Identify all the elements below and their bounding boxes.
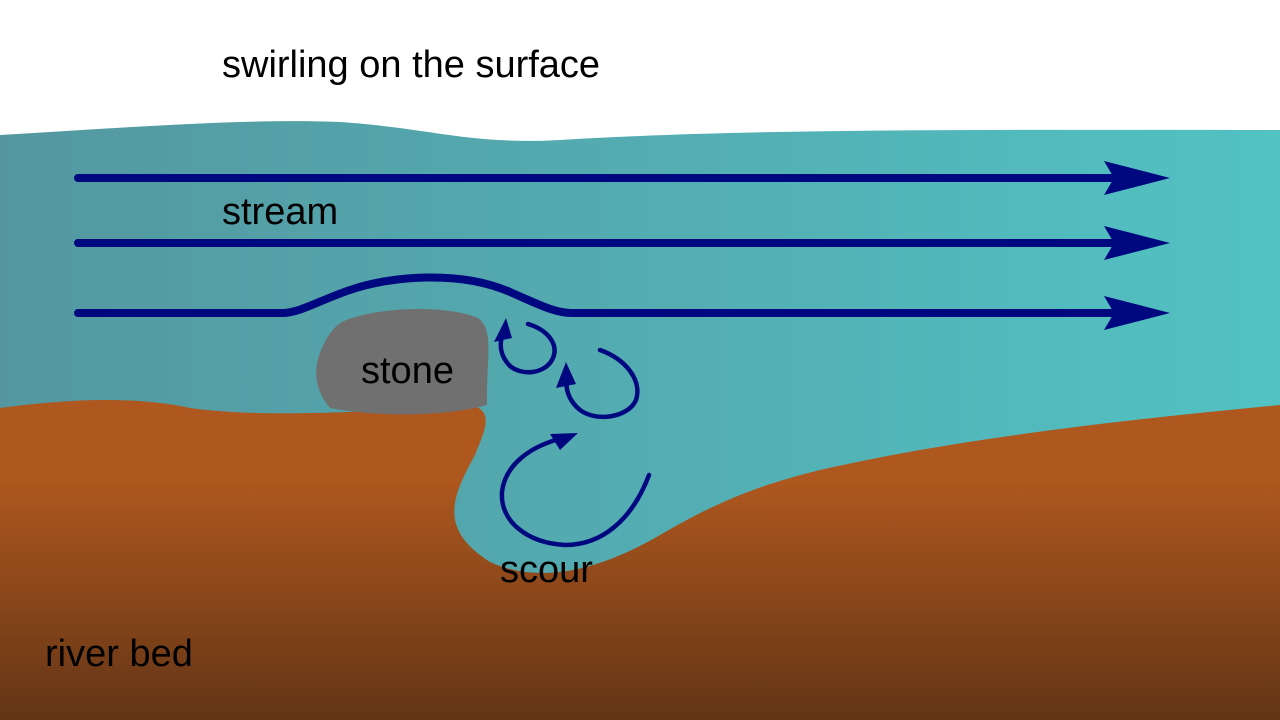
scour-label: scour xyxy=(500,549,593,591)
river-bed xyxy=(0,400,1280,720)
surface-label: swirling on the surface xyxy=(222,44,600,86)
curved-arrow-icon xyxy=(494,318,512,342)
eddy-1 xyxy=(498,321,557,375)
stream-line-3 xyxy=(74,273,1116,317)
arrow-right-icon xyxy=(1104,226,1170,260)
river-bed-label: river bed xyxy=(45,633,193,675)
stone xyxy=(316,309,489,415)
arrow-right-icon xyxy=(1104,161,1170,195)
stream-label: stream xyxy=(222,191,338,233)
eddy-3 xyxy=(499,435,652,548)
eddies xyxy=(498,321,652,548)
stream-arrowheads xyxy=(1104,161,1170,330)
stone-label: stone xyxy=(361,350,454,392)
arrow-right-icon xyxy=(1104,296,1170,330)
curved-arrow-icon xyxy=(550,433,578,450)
stream-lines xyxy=(74,174,1116,317)
eddy-arrowheads xyxy=(494,318,578,450)
eddy-2 xyxy=(564,347,640,419)
curved-arrow-icon xyxy=(556,362,576,388)
